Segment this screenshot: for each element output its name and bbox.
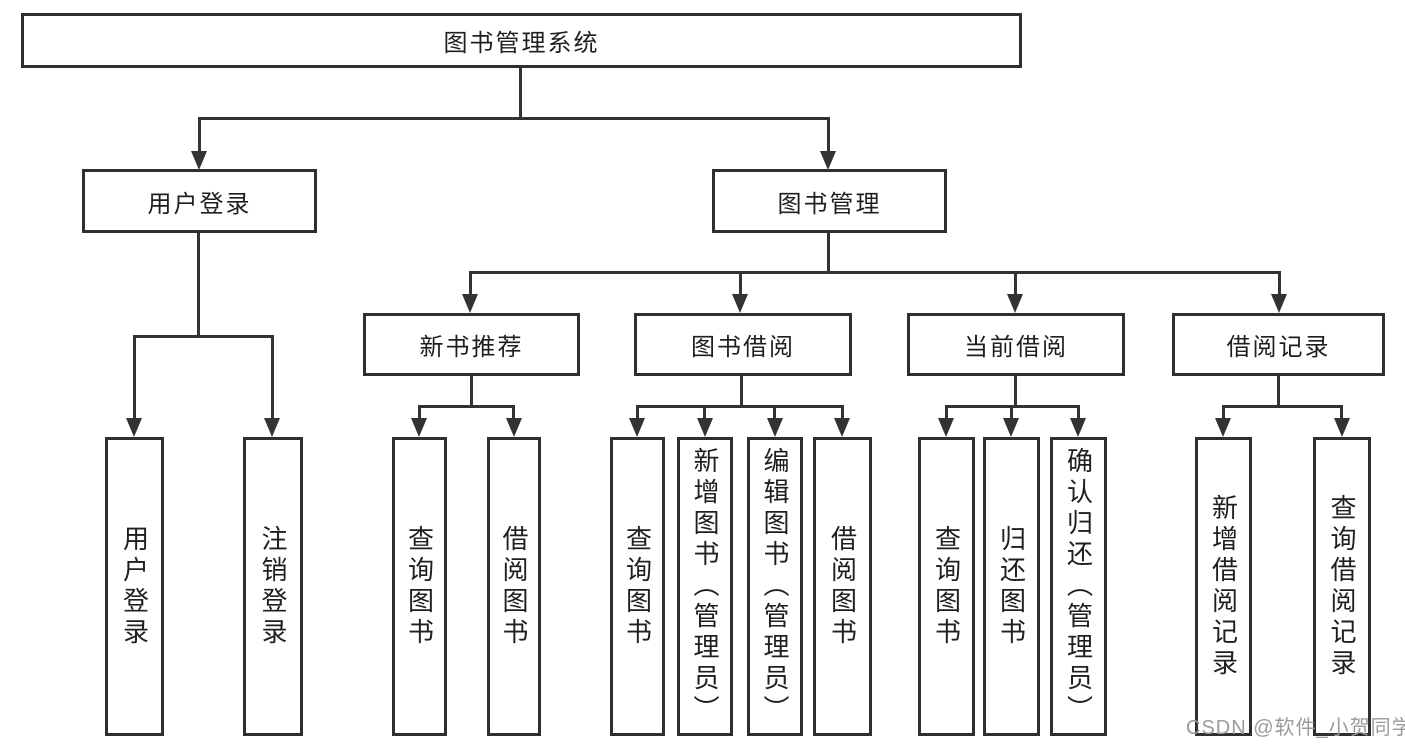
node-book-borrow: 图书借阅: [634, 313, 852, 376]
arrowhead-icon: [629, 418, 645, 437]
leaf-nb-borrow-label: 借阅图书: [499, 524, 529, 649]
leaf-cb-query-label: 查询图书: [931, 524, 962, 649]
connector-newbook-stub: [470, 376, 473, 407]
node-borrow-record-label: 借阅记录: [1226, 334, 1331, 361]
leaf-bb-add-label: 新增图书（管理员）: [690, 447, 720, 726]
leaf-bb-query-label: 查询图书: [622, 524, 653, 649]
arrowhead-icon: [1003, 418, 1019, 437]
leaf-br-add: 新增借阅记录: [1195, 437, 1252, 736]
connector-bookborrow-stem: [773, 405, 776, 421]
arrowhead-icon: [697, 418, 713, 437]
connector-currentborrow-stem: [945, 405, 948, 421]
leaf-user-login: 用户登录: [105, 437, 164, 736]
leaf-cb-return: 归还图书: [983, 437, 1040, 736]
leaf-bb-borrow: 借阅图书: [813, 437, 872, 736]
leaf-cb-query: 查询图书: [918, 437, 975, 736]
node-book-borrow-label: 图书借阅: [691, 334, 795, 361]
arrowhead-icon: [1334, 418, 1350, 437]
leaf-bb-borrow-label: 借阅图书: [827, 524, 858, 649]
connector-bookborrow-stem: [841, 405, 844, 421]
node-user-login-label: 用户登录: [147, 190, 252, 218]
connector-bookmgmt-stem: [1014, 271, 1017, 297]
leaf-logout: 注销登录: [243, 437, 303, 736]
arrowhead-icon: [938, 418, 954, 437]
connector-borrowrecord-stem: [1340, 405, 1343, 421]
arrowhead-icon: [506, 418, 522, 437]
arrowhead-icon: [462, 294, 478, 313]
connector-userlogin-hline: [133, 335, 274, 338]
connector-userlogin-stub: [197, 233, 200, 337]
leaf-br-query: 查询借阅记录: [1313, 437, 1371, 736]
node-current-borrow-label: 当前借阅: [964, 334, 1068, 361]
node-current-borrow: 当前借阅: [907, 313, 1125, 376]
leaf-br-add-label: 新增借阅记录: [1208, 493, 1239, 680]
connector-bookborrow-stem: [636, 405, 639, 421]
node-book-mgmt: 图书管理: [712, 169, 947, 233]
arrowhead-icon: [191, 151, 207, 170]
arrowhead-icon: [767, 418, 783, 437]
connector-root-hline: [198, 117, 830, 120]
leaf-cb-confirm: 确认归还（管理员）: [1050, 437, 1107, 736]
node-new-book: 新书推荐: [363, 313, 580, 376]
connector-bookmgmt-stem: [469, 271, 472, 297]
leaf-cb-confirm-label: 确认归还（管理员）: [1063, 447, 1094, 726]
arrowhead-icon: [264, 418, 280, 437]
connector-bookmgmt-stem: [1278, 271, 1281, 297]
connector-root-right-stem: [827, 117, 830, 153]
connector-currentborrow-stub: [1014, 376, 1017, 407]
leaf-nb-query: 查询图书: [392, 437, 447, 736]
connector-borrowrecord-hline: [1222, 405, 1343, 408]
arrowhead-icon: [834, 418, 850, 437]
connector-currentborrow-stem: [1010, 405, 1013, 421]
arrowhead-icon: [1215, 418, 1231, 437]
connector-bookmgmt-stub: [827, 233, 830, 273]
node-root-label: 图书管理系统: [443, 30, 600, 57]
connector-newbook-hline: [418, 405, 515, 408]
connector-newbook-stem: [418, 405, 421, 421]
node-book-mgmt-label: 图书管理: [777, 190, 882, 218]
leaf-nb-borrow: 借阅图书: [487, 437, 541, 736]
leaf-br-query-label: 查询借阅记录: [1327, 493, 1357, 680]
connector-root-left-stem: [198, 117, 201, 153]
node-root: 图书管理系统: [21, 13, 1022, 68]
connector-root-stub: [519, 68, 522, 118]
connector-bookborrow-stem: [703, 405, 706, 421]
connector-userlogin-stem: [271, 335, 274, 421]
leaf-bb-add: 新增图书（管理员）: [677, 437, 733, 736]
leaf-bb-query: 查询图书: [610, 437, 665, 736]
connector-bookborrow-stub: [740, 376, 743, 407]
connector-userlogin-stem: [133, 335, 136, 421]
connector-newbook-stem: [512, 405, 515, 421]
leaf-logout-label: 注销登录: [258, 524, 288, 649]
arrowhead-icon: [1007, 294, 1023, 313]
connector-borrowrecord-stem: [1222, 405, 1225, 421]
node-borrow-record: 借阅记录: [1172, 313, 1385, 376]
connector-borrowrecord-stub: [1277, 376, 1280, 407]
watermark: CSDN @软件_小贺同学: [1186, 717, 1405, 739]
connector-currentborrow-stem: [1077, 405, 1080, 421]
node-user-login: 用户登录: [82, 169, 317, 233]
arrowhead-icon: [411, 418, 427, 437]
arrowhead-icon: [820, 151, 836, 170]
arrowhead-icon: [1271, 294, 1287, 313]
connector-bookborrow-hline: [636, 405, 843, 408]
arrowhead-icon: [1070, 418, 1086, 437]
arrowhead-icon: [126, 418, 142, 437]
leaf-cb-return-label: 归还图书: [996, 524, 1027, 649]
arrowhead-icon: [732, 294, 748, 313]
node-new-book-label: 新书推荐: [419, 334, 524, 361]
connector-bookmgmt-hline: [469, 271, 1280, 274]
leaf-bb-edit: 编辑图书（管理员）: [747, 437, 803, 736]
leaf-bb-edit-label: 编辑图书（管理员）: [760, 447, 790, 726]
connector-bookmgmt-stem: [739, 271, 742, 297]
leaf-nb-query-label: 查询图书: [404, 524, 435, 649]
leaf-user-login-label: 用户登录: [119, 524, 150, 649]
